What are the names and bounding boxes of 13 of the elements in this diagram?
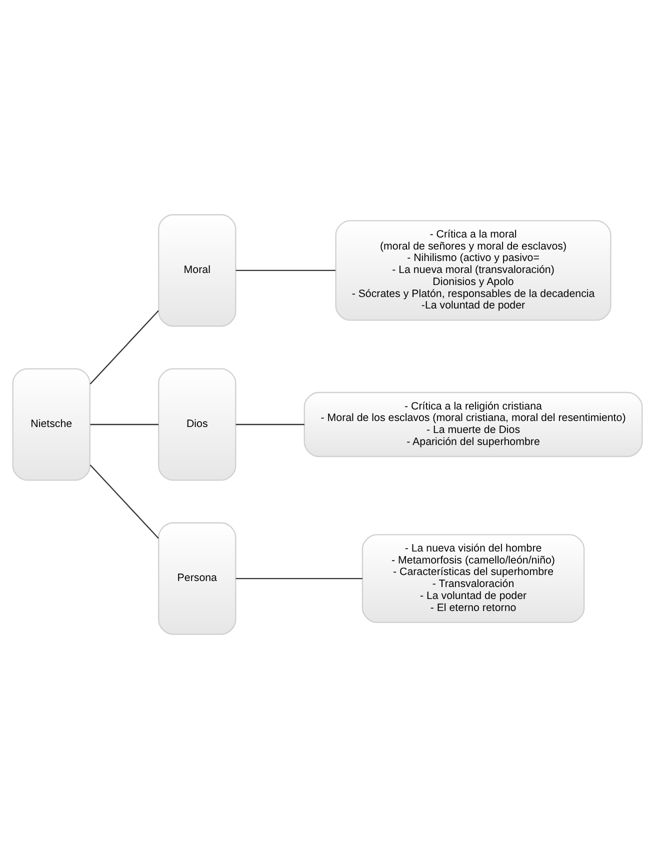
node-box: Dios bbox=[158, 368, 236, 480]
node-box: Moral bbox=[158, 214, 236, 326]
connector bbox=[90, 464, 159, 538]
connector bbox=[236, 423, 304, 425]
connector bbox=[90, 310, 159, 384]
node-box: Nietsche bbox=[12, 368, 90, 480]
connector bbox=[236, 269, 336, 271]
node-box: - La nueva visión del hombre - Metamorfosis (camello/león/niño) - Características del superhombre - Transvaloración - La voluntad de poder - El eterno retorno bbox=[362, 534, 585, 622]
connector bbox=[236, 577, 362, 579]
connector bbox=[90, 423, 159, 425]
node-box: Persona bbox=[158, 522, 236, 634]
node-box: - Crítica a la moral (moral de señores y moral de esclavos) - Nihilismo (activo y pasivo= - La nueva moral (transvaloración) Dionisios y Apolo - Sócrates y Platón, responsables de la decadencia -La voluntad de poder bbox=[335, 220, 612, 320]
node-box: - Crítica a la religión cristiana - Moral de los esclavos (moral cristiana, moral del resentimiento) - La muerte de Dios - Aparición del superhombre bbox=[304, 391, 643, 457]
